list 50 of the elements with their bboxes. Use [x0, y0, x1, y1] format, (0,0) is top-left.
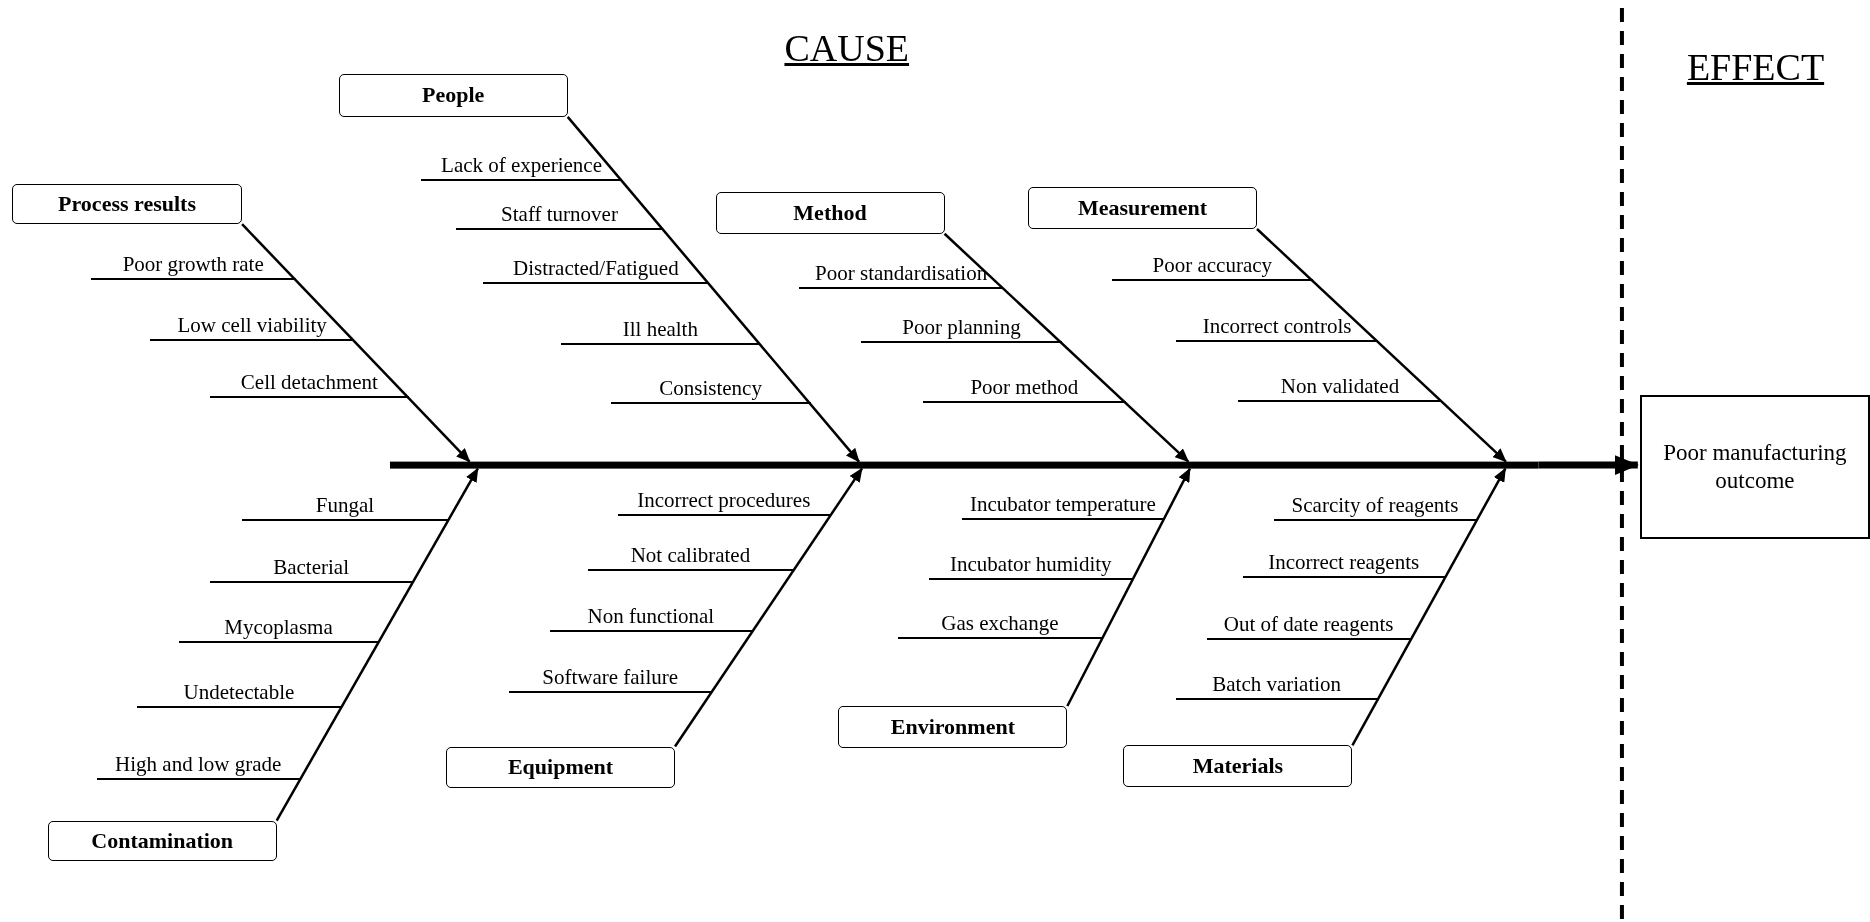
cause-label: Non functional	[549, 604, 752, 633]
cause-label: Lack of experience	[421, 153, 623, 182]
cause-label: Distracted/Fatigued	[483, 255, 709, 284]
cause-label: Staff turnover	[455, 202, 664, 231]
cause-label: Incorrect procedures	[617, 488, 830, 517]
arrow	[1066, 467, 1192, 707]
arrow	[1351, 467, 1507, 746]
cause-label: Ill health	[560, 316, 761, 345]
cause-label: Not calibrated	[587, 543, 793, 572]
arrow	[566, 116, 860, 463]
cause-label: Consistency	[610, 376, 811, 405]
heading: CAUSE	[784, 26, 909, 71]
cause-label: Incubator temperature	[962, 491, 1164, 520]
arrow	[1256, 228, 1507, 463]
cause-label: Poor growth rate	[90, 252, 296, 281]
cause-label: Incubator humidity	[929, 551, 1133, 580]
cause-label: Non validated	[1237, 373, 1442, 402]
cause-label: Incorrect controls	[1175, 314, 1379, 343]
cause-label: Poor standardisation	[799, 260, 1004, 289]
category-box: Method	[715, 192, 945, 234]
cause-label: Incorrect reagents	[1242, 550, 1445, 579]
arrow	[275, 467, 479, 822]
cause-label: Cell detachment	[209, 370, 409, 399]
category-box: Environment	[838, 706, 1068, 748]
category-box: Process results	[11, 183, 243, 225]
cause-label: Batch variation	[1175, 672, 1378, 701]
cause-label: Software failure	[509, 664, 712, 693]
effect-box: Poor manufacturing outcome	[1639, 394, 1870, 540]
cause-label: Mycoplasma	[178, 614, 379, 643]
cause-label: Undetectable	[137, 680, 341, 709]
heading: EFFECT	[1686, 45, 1825, 90]
cause-label: Scarcity of reagents	[1273, 493, 1477, 522]
arrow	[673, 467, 863, 748]
cause-label: Poor method	[923, 375, 1126, 404]
category-box: Equipment	[446, 746, 675, 789]
arrow	[241, 223, 471, 463]
cause-label: Poor accuracy	[1111, 253, 1314, 282]
cause-label: High and low grade	[96, 751, 300, 780]
arrow	[943, 232, 1190, 463]
category-box: People	[338, 73, 568, 117]
spine-bar	[390, 461, 1539, 469]
cause-label: Gas exchange	[898, 611, 1102, 640]
category-box: Materials	[1123, 745, 1353, 788]
cause-label: Fungal	[242, 493, 448, 522]
cause-label: Out of date reagents	[1206, 612, 1411, 641]
cause-label: Poor planning	[861, 315, 1062, 344]
category-box: Contamination	[47, 820, 277, 862]
cause-label: Bacterial	[209, 555, 413, 584]
category-box: Measurement	[1028, 187, 1257, 229]
cause-label: Low cell viability	[150, 313, 355, 342]
